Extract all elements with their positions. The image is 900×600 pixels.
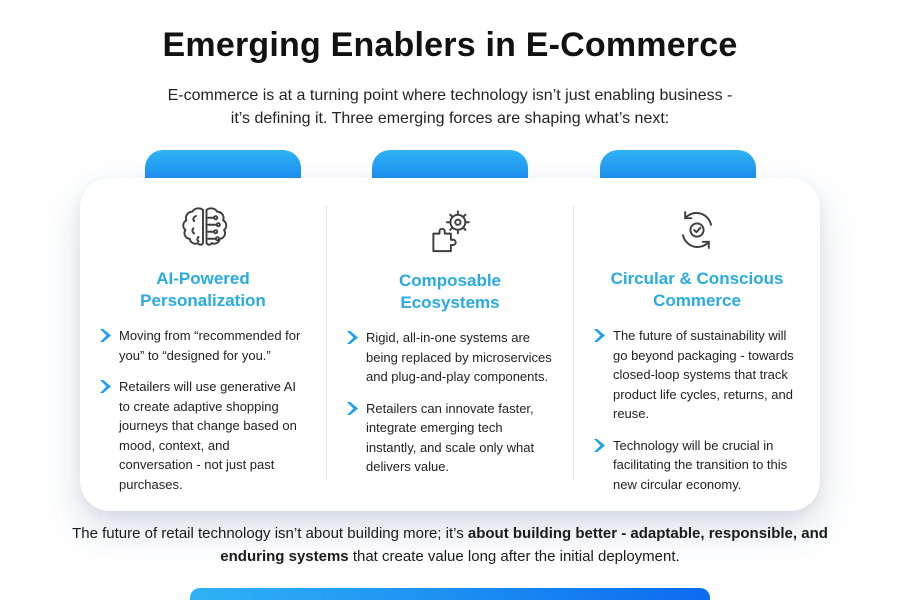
bullet-item: The future of sustainability will go bey… [594,326,800,424]
bullet-item: Retailers can innovate faster, integrate… [347,399,553,477]
bullet-text: Technology will be crucial in facilitati… [613,437,788,492]
subtitle-line-2: it’s defining it. Three emerging forces … [230,110,670,128]
bullet-text: Moving from “recommended for you” to “de… [119,328,301,363]
column-divider [573,206,574,481]
circular-arrows-check-icon [669,202,725,258]
content-card: AI-Powered Personalization Moving from “… [80,178,820,511]
bullet-text: Rigid, all-in-one systems are being repl… [366,330,552,385]
bullet-list: Moving from “recommended for you” to “de… [100,326,306,494]
footer-note: The future of retail technology isn’t ab… [70,522,830,569]
bullet-item: Rigid, all-in-one systems are being repl… [347,328,553,387]
chevron-right-icon [100,380,111,394]
bullet-text: The future of sustainability will go bey… [613,328,794,422]
subtitle-line-1: E-commerce is at a turning point where t… [167,87,733,104]
chevron-right-icon [347,331,358,345]
page-subtitle: E-commerce is at a turning point where t… [0,84,900,130]
bullet-item: Moving from “recommended for you” to “de… [100,326,306,365]
chevron-right-icon [594,438,605,452]
column-title: Composable Ecosystems [398,271,502,313]
bottom-accent-bar [190,588,710,600]
chevron-right-icon [594,329,605,343]
bullet-text: Retailers can innovate faster, integrate… [366,400,535,475]
column-ai-personalization: AI-Powered Personalization Moving from “… [80,202,326,493]
bullet-list: Rigid, all-in-one systems are being repl… [347,328,553,477]
column-circular-commerce: Circular & Conscious Commerce The future… [574,202,820,493]
bullet-list: The future of sustainability will go bey… [594,326,800,494]
chevron-right-icon [347,401,358,415]
bullet-item: Retailers will use generative AI to crea… [100,377,306,494]
gear-puzzle-icon [422,202,478,260]
brain-circuit-icon [175,202,231,258]
bullet-item: Technology will be crucial in facilitati… [594,436,800,495]
footer-text-after: that create value long after the initial… [348,548,680,566]
chevron-right-icon [100,329,111,343]
page-title: Emerging Enablers in E-Commerce [162,26,738,64]
column-divider [326,206,327,481]
column-title: AI-Powered Personalization [140,269,266,311]
footer-text-before: The future of retail technology isn’t ab… [72,525,468,542]
column-composable-ecosystems: Composable Ecosystems Rigid, all-in-one … [327,202,573,493]
footer-text-bold: about building better - adaptable, respo… [220,525,828,566]
bullet-text: Retailers will use generative AI to crea… [119,379,297,492]
column-title: Circular & Conscious Commerce [610,269,784,311]
